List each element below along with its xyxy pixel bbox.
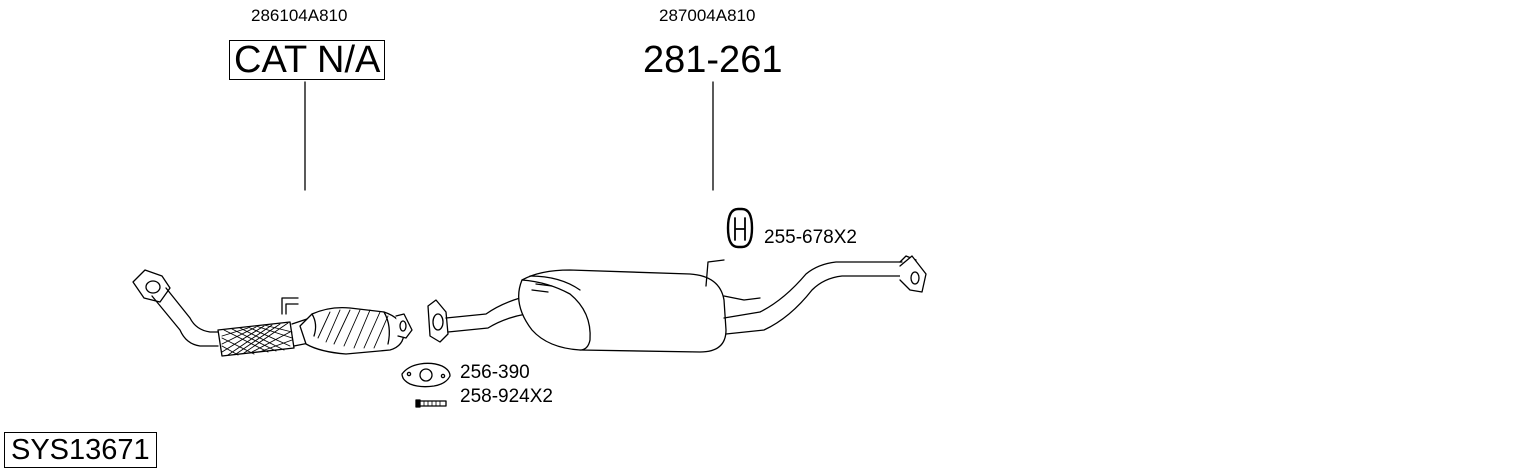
bolt-part-number: 258-924X2 bbox=[460, 386, 553, 407]
mount-part-number: 255-678X2 bbox=[764, 227, 857, 248]
cat-oe-number: 286104A810 bbox=[251, 6, 348, 25]
cat-part-number: CAT N/A bbox=[229, 40, 386, 80]
gasket-part-number: 256-390 bbox=[460, 362, 530, 383]
rubber-mount-icon bbox=[726, 207, 754, 249]
system-code: SYS13671 bbox=[4, 432, 157, 468]
catalytic-converter-drawing bbox=[132, 269, 413, 357]
silencer-oe-number: 287004A810 bbox=[659, 6, 756, 25]
bolt-icon bbox=[415, 399, 447, 408]
silencer-part-number: 281-261 bbox=[643, 39, 783, 81]
gasket-icon bbox=[401, 362, 451, 388]
rear-silencer-drawing bbox=[427, 255, 927, 353]
